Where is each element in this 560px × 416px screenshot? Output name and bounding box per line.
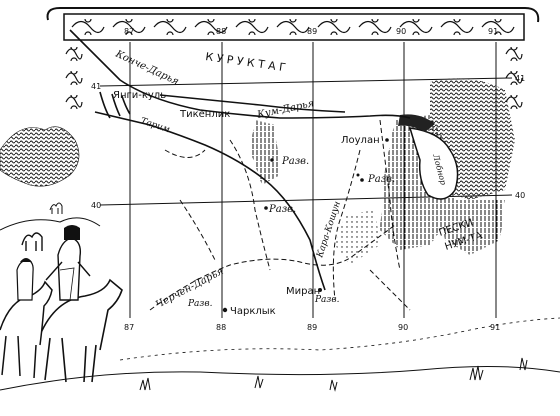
frame-ornament bbox=[505, 46, 523, 62]
lon-label-90-bottom: 90 bbox=[398, 323, 408, 332]
lon-label-90-top: 90 bbox=[396, 27, 406, 36]
ruins-marker-1 bbox=[270, 158, 274, 162]
lon-label-89-bottom: 89 bbox=[307, 323, 317, 332]
lon-label-88-bottom: 88 bbox=[216, 323, 226, 332]
frame-ornament bbox=[317, 18, 351, 36]
coordinate-labels: 87 88 89 90 91 87 88 89 90 91 41 41 40 4… bbox=[91, 27, 525, 332]
ruins-marker-3 bbox=[356, 173, 360, 177]
frame-ornament bbox=[505, 94, 523, 110]
rivers bbox=[69, 29, 411, 311]
lon-label-91-bottom: 91 bbox=[490, 323, 500, 332]
frame-ornament bbox=[276, 18, 310, 36]
lat-label-40-left: 40 bbox=[91, 201, 101, 210]
miran-marker bbox=[318, 288, 322, 292]
label-ruins-2: Разв. bbox=[367, 174, 395, 185]
label-ruins-5: Разв. bbox=[187, 299, 213, 309]
frame-ornament bbox=[65, 94, 83, 110]
cherchen-darya bbox=[149, 224, 396, 311]
dry-channel-1 bbox=[229, 139, 271, 271]
frame-ornament bbox=[71, 18, 105, 36]
label-kuruk-tag: К У Р У К Т А Г bbox=[205, 50, 287, 74]
foreground-illustration bbox=[0, 126, 560, 392]
dry-channel-6 bbox=[164, 149, 206, 158]
label-yangi-kul: Янги-куль bbox=[113, 90, 166, 101]
ornamental-frame bbox=[46, 7, 540, 110]
lon-label-89-top: 89 bbox=[307, 27, 317, 36]
label-tarim: Тарим bbox=[139, 116, 171, 135]
ruins-marker-4 bbox=[264, 206, 268, 210]
frame-ornament bbox=[505, 70, 523, 86]
frame-ornament bbox=[399, 18, 433, 36]
tarim-river bbox=[94, 111, 326, 291]
frame-ornament bbox=[112, 18, 146, 36]
lon-label-87-bottom: 87 bbox=[124, 323, 134, 332]
frame-ornament bbox=[235, 18, 269, 36]
label-ruins-1: Разв. bbox=[281, 156, 309, 167]
lon-label-87-top: 87 bbox=[124, 27, 134, 36]
horse-rider-front bbox=[39, 225, 123, 383]
ruins-marker-2 bbox=[360, 178, 364, 182]
frame-ornament bbox=[481, 18, 515, 36]
frame-ornament bbox=[358, 18, 392, 36]
dry-channel-3 bbox=[379, 119, 401, 271]
dry-channel-4 bbox=[179, 199, 216, 261]
settlement-markers bbox=[222, 138, 389, 313]
lobnor-lake bbox=[408, 127, 459, 200]
label-kara-koshun: Кара-Кошун bbox=[315, 200, 343, 260]
yangi-kul-lakes bbox=[99, 91, 131, 119]
kum-darya-river bbox=[159, 94, 346, 113]
lat-label-41-left: 41 bbox=[91, 82, 101, 91]
lake-shore-dark bbox=[398, 114, 435, 132]
frame-ornament bbox=[440, 18, 474, 36]
konche-darya-river bbox=[69, 29, 411, 119]
frame-ornament bbox=[65, 46, 83, 62]
frame-ornament bbox=[194, 18, 228, 36]
lon-label-91-top: 91 bbox=[488, 27, 498, 36]
lon-label-88-top: 88 bbox=[216, 27, 226, 36]
label-miran: Миран bbox=[286, 286, 320, 297]
label-ruins-3: Разв. bbox=[268, 204, 296, 215]
label-loulan: Лоулан bbox=[341, 135, 380, 146]
horse-rider-back bbox=[0, 258, 53, 379]
label-tikenlik: Тикенлик bbox=[179, 109, 230, 120]
lat-label-41-right: 41 bbox=[515, 74, 525, 83]
loulan-marker bbox=[385, 138, 389, 142]
frame-ornament bbox=[153, 18, 187, 36]
charklyk-marker bbox=[222, 307, 228, 313]
dry-channel-2 bbox=[332, 149, 361, 301]
label-ruins-4: Разв. bbox=[314, 295, 340, 305]
lat-label-40-right: 40 bbox=[515, 191, 525, 200]
parallel-41 bbox=[99, 77, 513, 87]
label-charklyk: Чарклык bbox=[230, 306, 276, 317]
frame-ornament bbox=[65, 70, 83, 86]
dry-channel-5 bbox=[369, 269, 411, 311]
